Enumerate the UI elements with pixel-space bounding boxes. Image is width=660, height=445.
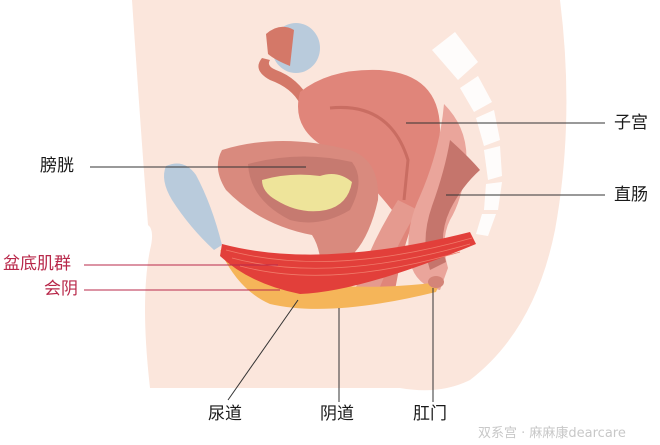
watermark: 双系宫 · 麻麻康dearcare [478,426,626,441]
ovary-tube [258,23,320,104]
label-pelvic-floor-muscles: 盆底肌群 [3,254,71,274]
label-rectum: 直肠 [614,185,648,205]
label-bladder: 膀胱 [40,156,74,176]
perineum-layer [220,250,440,309]
label-vagina: 阴道 [320,404,354,424]
pubic-bone [164,163,222,250]
pelvic-floor-muscle [220,232,476,294]
label-uterus: 子宫 [614,113,648,133]
sacrum-spine [432,32,502,236]
label-urethra: 尿道 [208,404,242,424]
bladder [217,141,379,282]
label-anus: 肛门 [413,404,447,424]
leader-lines [84,122,605,402]
label-perineum: 会阴 [44,279,78,299]
